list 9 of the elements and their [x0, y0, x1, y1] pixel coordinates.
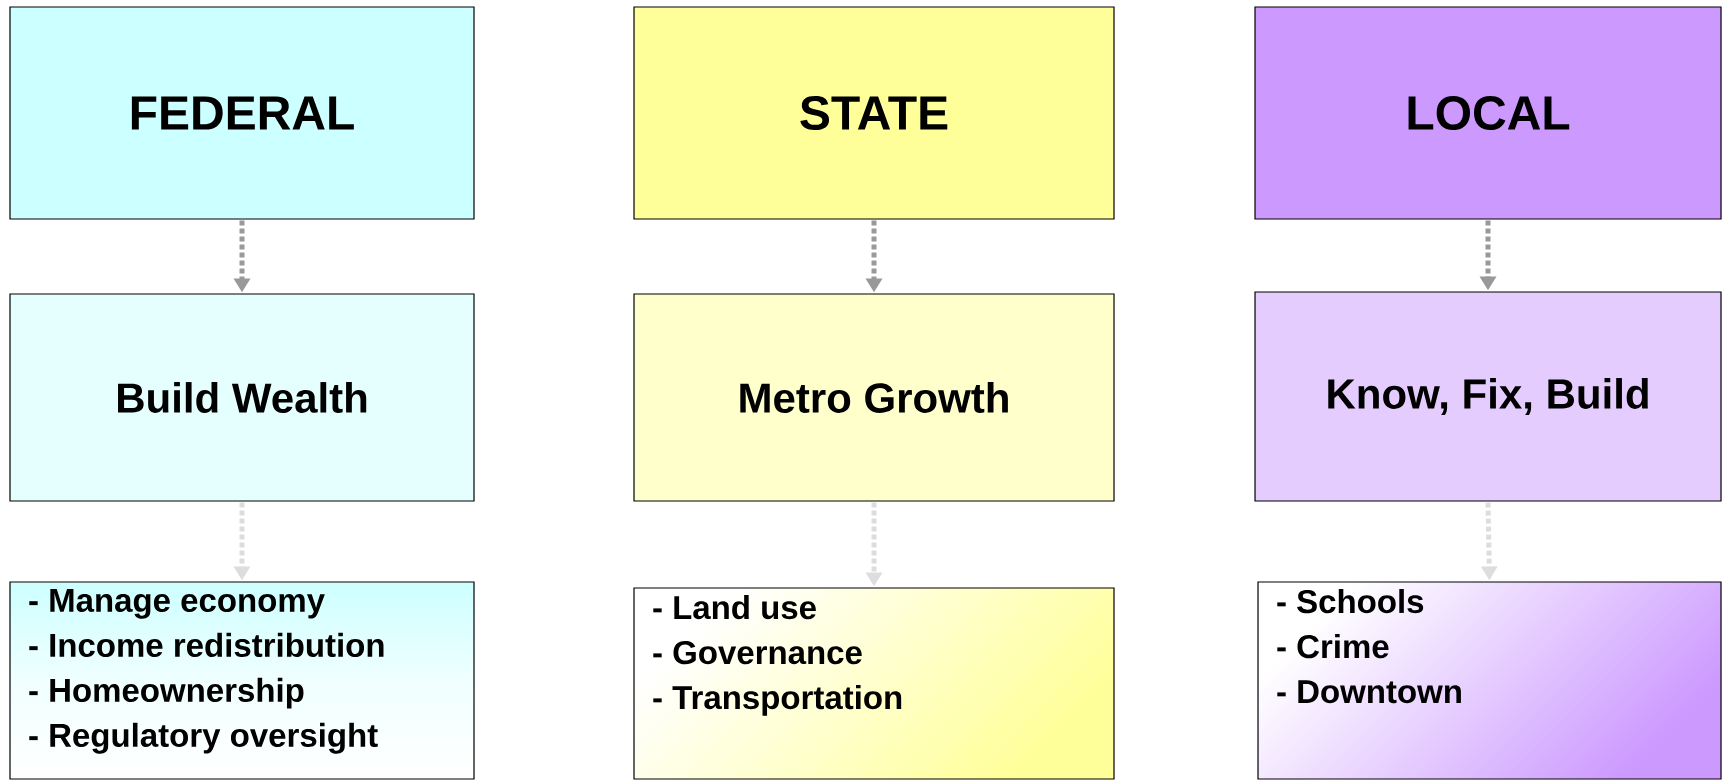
box: - Manage economy - Income redistribution - Homeownership - Regulatory oversight: [9, 581, 475, 780]
box: LOCAL: [1254, 6, 1722, 220]
box: STATE: [633, 6, 1115, 220]
box: Metro Growth: [633, 293, 1115, 502]
box: - Land use - Governance - Transportation: [633, 587, 1115, 780]
box: Know, Fix, Build: [1254, 291, 1722, 502]
box: FEDERAL: [9, 6, 475, 220]
box: - Schools - Crime - Downtown: [1257, 581, 1722, 780]
box: Build Wealth: [9, 293, 475, 502]
